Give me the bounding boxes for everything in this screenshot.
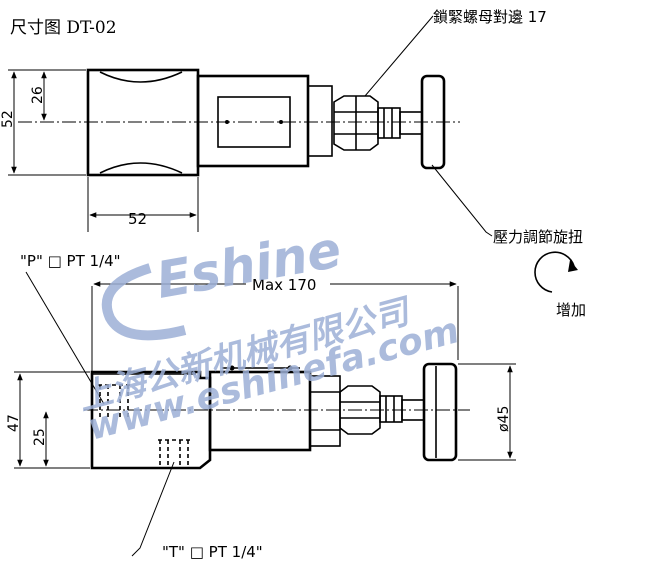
p-port-leader (25, 271, 105, 405)
top-screw-right (279, 120, 283, 124)
dim-d45: ø45 (496, 406, 512, 432)
p-port (98, 384, 130, 418)
rotation-arrowhead-icon (568, 260, 578, 272)
t-port (158, 439, 190, 468)
increase-label: 增加 (556, 301, 586, 319)
watermark: Eshine 上海公新机械有限公司 www.eshinefa.com (74, 220, 464, 448)
top-bonnet (307, 85, 333, 157)
top-knob-neck (399, 111, 423, 135)
rotation-indicator: 增加 (534, 251, 586, 319)
side-stem (379, 395, 403, 423)
dim-52-width: 52 (128, 210, 147, 228)
dim-52-height: 52 (0, 110, 16, 128)
dim-47: 47 (6, 414, 22, 432)
side-knob (422, 362, 458, 462)
top-view: 52 26 52 鎖緊螺母對邊 17 壓力調節旋扭 (0, 8, 583, 246)
t-port-leader (131, 461, 175, 557)
lock-nut-leader (364, 15, 434, 97)
lock-nut-label: 鎖緊螺母對邊 17 (433, 8, 547, 26)
knob-label: 壓力調節旋扭 (493, 228, 583, 246)
dim-max170: Max 170 (252, 276, 316, 294)
top-valve-section (196, 74, 310, 168)
rotation-arrow-icon (534, 251, 575, 293)
t-port-label: "T" □ PT 1/4" (162, 543, 263, 561)
watermark-logo-icon (101, 263, 187, 341)
p-port-label: "P" □ PT 1/4" (20, 252, 121, 270)
side-view: Max 170 (6, 252, 516, 561)
top-lock-nut (333, 95, 379, 151)
dim-26: 26 (30, 86, 46, 104)
watermark-brand: Eshine (152, 220, 345, 309)
top-stem (377, 107, 401, 139)
knob-leader (431, 164, 493, 237)
side-lock-nut (339, 385, 381, 435)
dim-25: 25 (32, 428, 48, 446)
top-body-upper-curve (99, 71, 183, 83)
top-body-lower-curve (99, 162, 183, 174)
drawing-title: 尺寸图 DT-02 (10, 18, 117, 38)
